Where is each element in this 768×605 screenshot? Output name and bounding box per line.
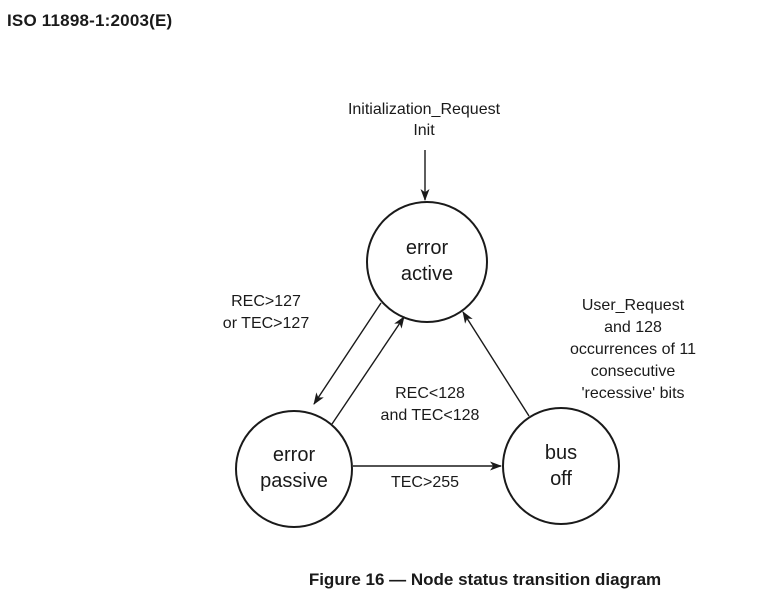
- transition-label-error-passive-to-bus-off: TEC>255: [390, 474, 460, 491]
- state-circle-error-passive: [235, 410, 353, 528]
- document-header: ISO 11898-1:2003(E): [7, 11, 173, 30]
- state-label-error-active: error active: [400, 237, 454, 285]
- transition-arrow-error-active-to-error-passive: [313, 302, 382, 405]
- state-label-bus-off: bus off: [544, 442, 578, 490]
- transition-label-bus-off-to-error-active: User_Request and 128 occurrences of 11 c…: [570, 297, 696, 402]
- figure-caption: Figure 16 — Node status transition diagr…: [308, 570, 662, 589]
- transition-label-error-active-to-error-passive: REC>127 or TEC>127: [222, 293, 310, 332]
- transition-label-init: Initialization_Request Init: [347, 101, 501, 139]
- transition-arrow-bus-off-to-error-active: [462, 311, 530, 417]
- state-circle-bus-off: [502, 407, 620, 525]
- state-circle-error-active: [366, 201, 488, 323]
- transition-arrow-error-passive-to-error-active: [331, 316, 405, 425]
- state-label-error-passive: error passive: [260, 444, 328, 492]
- transition-label-error-passive-to-error-active: REC<128 and TEC<128: [380, 385, 480, 424]
